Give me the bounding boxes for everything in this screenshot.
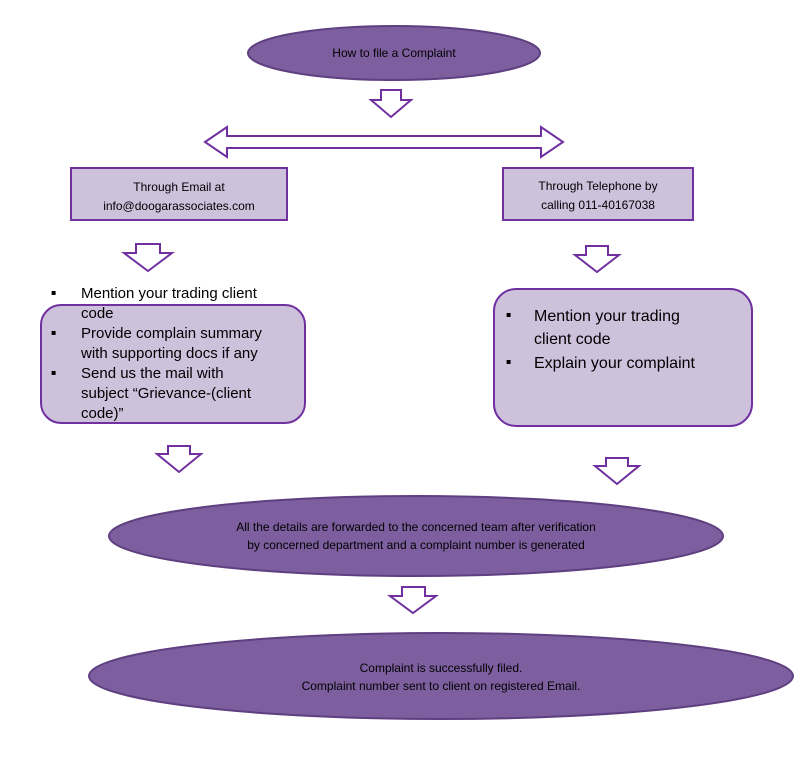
phone-step-1-line-1: Mention your trading bbox=[534, 308, 680, 325]
email-step-1-line-2: code bbox=[81, 305, 114, 322]
phone-option-box bbox=[502, 167, 694, 221]
email-step-1-bullet: ▪ bbox=[51, 288, 56, 297]
phone-steps-node: ▪ Mention your trading client code ▪ Exp… bbox=[493, 288, 753, 427]
phone-step-2-bullet: ▪ bbox=[506, 357, 511, 366]
email-option-line2: info@doogarassociates.com bbox=[103, 199, 255, 213]
forward-line1: All the details are forwarded to the con… bbox=[236, 520, 596, 534]
start-node: How to file a Complaint bbox=[247, 25, 541, 81]
email-step-2-line-2: with supporting docs if any bbox=[80, 345, 258, 362]
down-arrow-final bbox=[386, 586, 440, 615]
final-node: Complaint is successfully filed. Complai… bbox=[88, 632, 794, 720]
phone-steps-list: ▪ Mention your trading client code ▪ Exp… bbox=[506, 308, 696, 372]
phone-option-line1: Through Telephone by bbox=[538, 179, 657, 193]
down-arrow-email bbox=[121, 243, 175, 273]
phone-step-2-line-1: Explain your complaint bbox=[534, 355, 696, 372]
down-arrow-1 bbox=[368, 89, 414, 119]
email-step-3-line-3: code)” bbox=[81, 405, 124, 422]
start-ellipse bbox=[247, 25, 541, 81]
phone-step-1-bullet: ▪ bbox=[506, 310, 511, 319]
email-steps-box bbox=[40, 304, 306, 424]
start-label: How to file a Complaint bbox=[332, 46, 456, 60]
email-option-box bbox=[70, 167, 288, 221]
forward-node: All the details are forwarded to the con… bbox=[108, 495, 724, 577]
email-step-2-line-1: Provide complain summary bbox=[81, 325, 262, 342]
email-steps-node: ▪ Mention your trading client code ▪ Pro… bbox=[40, 285, 306, 424]
down-arrow-phone bbox=[572, 245, 622, 274]
down-arrow-phone-merge bbox=[592, 457, 642, 486]
email-option-node: Through Email at info@doogarassociates.c… bbox=[70, 167, 288, 221]
final-ellipse bbox=[88, 632, 794, 720]
forward-ellipse bbox=[108, 495, 724, 577]
final-line1: Complaint is successfully filed. bbox=[360, 661, 523, 675]
phone-step-1-line-2: client code bbox=[534, 331, 611, 348]
email-step-3-line-1: Send us the mail with bbox=[81, 365, 224, 382]
phone-option-node: Through Telephone by calling 011-4016703… bbox=[502, 167, 694, 221]
email-step-1-line-1: Mention your trading client bbox=[81, 285, 258, 302]
email-step-3-line-2: subject “Grievance-(client bbox=[81, 385, 252, 402]
email-step-3-bullet: ▪ bbox=[51, 368, 56, 377]
email-step-2-bullet: ▪ bbox=[51, 328, 56, 337]
down-arrow-email-merge bbox=[154, 445, 204, 474]
phone-steps-box bbox=[493, 288, 753, 427]
email-option-line1: Through Email at bbox=[133, 180, 225, 194]
split-double-arrow bbox=[203, 125, 565, 159]
phone-option-line2: calling 011-40167038 bbox=[541, 198, 655, 212]
email-steps-list: ▪ Mention your trading client code ▪ Pro… bbox=[51, 285, 262, 422]
forward-line2: by concerned department and a complaint … bbox=[247, 538, 585, 552]
final-line2: Complaint number sent to client on regis… bbox=[302, 679, 581, 693]
